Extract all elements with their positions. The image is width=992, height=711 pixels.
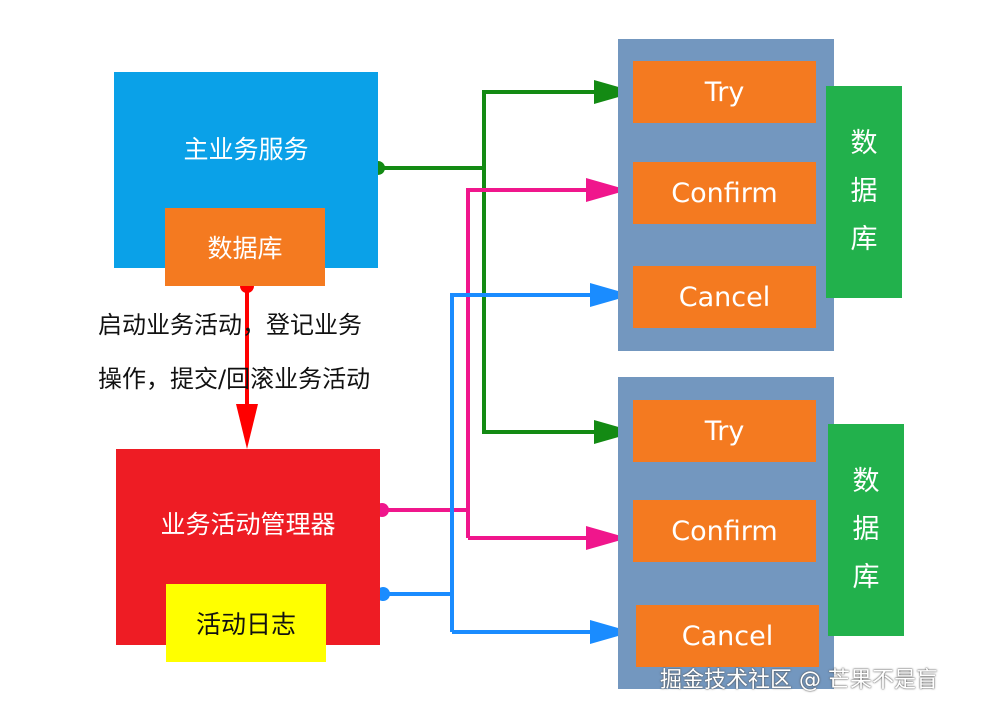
activity-log-box: 活动日志 (166, 584, 326, 662)
service-1-db-char-1: 数 (850, 128, 878, 159)
activity-manager-title: 业务活动管理器 (160, 510, 336, 539)
service-1-database: 数 据 库 (826, 86, 902, 298)
service-1-db-char-3: 库 (850, 224, 878, 255)
main-service-database: 数据库 (165, 208, 325, 286)
service-1-cancel-label: Cancel (678, 281, 771, 313)
service-1-db-char-2: 据 (850, 176, 878, 207)
watermark: 掘金技术社区 @ 芒果不是盲 (660, 668, 938, 693)
service-2-database: 数 据 库 (828, 424, 904, 636)
service-2-confirm-op: Confirm (633, 500, 816, 562)
confirm-connector (375, 178, 628, 550)
activity-log-label: 活动日志 (195, 610, 296, 639)
service-1-confirm-op: Confirm (633, 162, 816, 224)
main-service-database-label: 数据库 (207, 234, 283, 263)
service-1-try-label: Try (704, 76, 745, 108)
service-1-confirm-label: Confirm (671, 177, 778, 209)
caption-line-1: 启动业务活动，登记业务 (98, 311, 362, 339)
service-1-try-op: Try (633, 61, 816, 123)
flow-caption: 启动业务活动，登记业务 操作，提交/回滚业务活动 (98, 298, 448, 406)
service-2-db-char-1: 数 (852, 466, 880, 497)
main-service-title: 主业务服务 (183, 135, 309, 164)
service-2-cancel-label: Cancel (681, 620, 774, 652)
service-2-db-char-2: 据 (852, 514, 880, 545)
service-2-confirm-label: Confirm (671, 515, 778, 547)
service-2-db-char-3: 库 (852, 562, 880, 593)
service-2-try-label: Try (704, 415, 745, 447)
service-2-cancel-op: Cancel (636, 605, 819, 667)
service-2-try-op: Try (633, 400, 816, 462)
caption-line-2: 操作，提交/回滚业务活动 (98, 365, 371, 393)
try-connector (371, 80, 636, 444)
service-1-cancel-op: Cancel (633, 266, 816, 328)
